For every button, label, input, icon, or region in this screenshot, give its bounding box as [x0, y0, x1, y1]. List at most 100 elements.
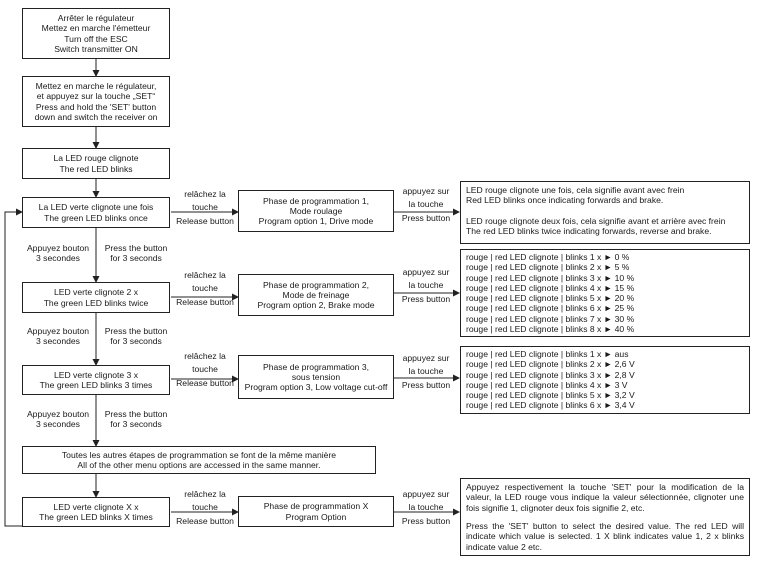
- release-label-x: relâchez la touche Release button: [173, 489, 237, 526]
- release-3-line-2: touche: [192, 364, 218, 375]
- press-2-line-3: Press button: [401, 293, 451, 304]
- result-3-row: rouge | red LED clignote | blinks 4 x ► …: [466, 379, 628, 390]
- phase-box-1: Phase de programmation 1, Mode roulage P…: [238, 190, 394, 232]
- hold-en-1-line-2: for 3 seconds: [110, 253, 162, 264]
- result-box-2: rouge | red LED clignote | blinks 1 x ► …: [460, 249, 750, 337]
- hold-label-fr-1: Appuyez bouton 3 secondes: [22, 243, 94, 264]
- result-3-row: rouge | red LED clignote | blinks 6 x ► …: [466, 400, 635, 411]
- start-line-2: Mettez en marche l'émetteur: [41, 23, 151, 34]
- result-2-row: rouge | red LED clignote | blinks 7 x ► …: [466, 313, 635, 324]
- set-line-3: Press and hold the 'SET' button: [35, 101, 157, 112]
- press-1-line-1: appuyez sur: [402, 186, 450, 196]
- release-1-line-2: touche: [192, 202, 218, 213]
- hold-fr-2-line-2: 3 secondes: [36, 336, 80, 347]
- press-3-line-2: la touche: [408, 366, 444, 377]
- led-1-line-1: La LED verte clignote une fois: [38, 202, 154, 213]
- press-x-line-3: Press button: [401, 515, 451, 526]
- press-label-3: appuyez sur la touche Press button: [394, 353, 458, 390]
- led-1-line-2: The green LED blinks once: [44, 212, 148, 223]
- all-other-line-1: Toutes les autres étapes de programmatio…: [61, 449, 337, 460]
- press-1-line-2: la touche: [408, 199, 444, 210]
- hold-label-fr-3: Appuyez bouton 3 secondes: [22, 409, 94, 430]
- start-line-3: Turn off the ESC: [64, 33, 128, 44]
- phase-box-2: Phase de programmation 2, Mode de freina…: [238, 274, 394, 316]
- phase-3-line-3: Program option 3, Low voltage cut-off: [244, 382, 388, 393]
- press-x-line-2: la touche: [408, 502, 444, 513]
- result-3-row: rouge | red LED clignote | blinks 1 x ► …: [466, 349, 629, 359]
- result-box-x: Appuyez respectivement la touche 'SET' p…: [460, 478, 750, 556]
- release-1-line-3: Release button: [176, 215, 234, 226]
- press-label-x: appuyez sur la touche Press button: [394, 489, 458, 526]
- start-box: Arrêter le régulateur Mettez en marche l…: [22, 8, 170, 59]
- set-line-2: et appuyez sur la touche „SET“: [36, 91, 156, 102]
- led-box-stage-x: LED verte clignote X x The green LED bli…: [22, 497, 170, 527]
- start-line-1: Arrêter le régulateur: [57, 12, 135, 23]
- hold-fr-1-line-1: Appuyez bouton: [26, 243, 90, 253]
- led-3-line-1: LED verte clignote 3 x: [53, 369, 139, 380]
- hold-en-1-line-1: Press the button: [104, 243, 168, 253]
- press-label-1: appuyez sur la touche Press button: [394, 186, 458, 223]
- release-1-line-1: relâchez la: [184, 189, 226, 199]
- led-box-stage-2: LED verte clignote 2 x The green LED bli…: [22, 282, 170, 313]
- hold-fr-2-line-1: Appuyez bouton: [26, 326, 90, 336]
- release-3-line-1: relâchez la: [184, 351, 226, 361]
- press-3-line-1: appuyez sur: [402, 353, 450, 363]
- result-2-row: rouge | red LED clignote | blinks 3 x ► …: [466, 272, 635, 283]
- release-label-1: relâchez la touche Release button: [173, 189, 237, 226]
- press-1-line-3: Press button: [401, 212, 451, 223]
- hold-label-en-2: Press the button for 3 seconds: [100, 326, 172, 347]
- set-line-4: down and switch the receiver on: [34, 111, 158, 122]
- set-line-1: Mettez en marche le régulateur,: [35, 80, 157, 91]
- phase-2-line-1: Phase de programmation 2,: [262, 279, 370, 290]
- result-3-row: rouge | red LED clignote | blinks 2 x ► …: [466, 359, 635, 370]
- release-x-line-3: Release button: [176, 515, 234, 526]
- set-box: Mettez en marche le régulateur, et appuy…: [22, 76, 170, 127]
- result-3-row: rouge | red LED clignote | blinks 3 x ► …: [466, 369, 635, 380]
- result-2-row: rouge | red LED clignote | blinks 6 x ► …: [466, 303, 635, 314]
- release-label-3: relâchez la touche Release button: [173, 351, 237, 388]
- led-box-stage-3: LED verte clignote 3 x The green LED bli…: [22, 365, 170, 395]
- phase-x-line-1: Phase de programmation X: [263, 501, 369, 512]
- press-x-line-1: appuyez sur: [402, 489, 450, 499]
- led-2-line-1: LED verte clignote 2 x: [53, 287, 139, 298]
- hold-en-2-line-1: Press the button: [104, 326, 168, 336]
- hold-fr-3-line-2: 3 secondes: [36, 419, 80, 430]
- red-led-box: La LED rouge clignote The red LED blinks: [22, 148, 170, 179]
- result-1-line-1: LED rouge clignote une fois, cela signif…: [466, 185, 685, 195]
- press-label-2: appuyez sur la touche Press button: [394, 267, 458, 304]
- phase-3-line-1: Phase de programmation 3,: [262, 361, 370, 372]
- phase-1-line-2: Mode roulage: [289, 205, 343, 216]
- phase-2-line-2: Mode de freinage: [282, 289, 350, 300]
- led-2-line-2: The green LED blinks twice: [43, 297, 149, 308]
- hold-en-3-line-2: for 3 seconds: [110, 419, 162, 430]
- all-other-box: Toutes les autres étapes de programmatio…: [22, 446, 376, 474]
- result-1-line-4: The red LED blinks twice indicating forw…: [466, 225, 712, 236]
- release-x-line-2: touche: [192, 502, 218, 513]
- start-line-4: Switch transmitter ON: [54, 43, 138, 54]
- loop-back-line: [4, 208, 23, 527]
- phase-box-x: Phase de programmation X Program Option: [238, 496, 394, 527]
- hold-en-3-line-1: Press the button: [104, 409, 168, 419]
- result-1-line-3: LED rouge clignote deux fois, cela signi…: [466, 215, 726, 226]
- press-2-line-2: la touche: [408, 280, 444, 291]
- led-x-line-1: LED verte clignote X x: [53, 501, 139, 512]
- release-2-line-1: relâchez la: [184, 270, 226, 280]
- hold-label-en-3: Press the button for 3 seconds: [100, 409, 172, 430]
- hold-label-en-1: Press the button for 3 seconds: [100, 243, 172, 264]
- phase-box-3: Phase de programmation 3, sous tension P…: [238, 355, 394, 399]
- press-2-line-1: appuyez sur: [402, 267, 450, 277]
- result-box-1: LED rouge clignote une fois, cela signif…: [460, 181, 750, 244]
- result-x-paragraph-en: Press the 'SET' button to select the des…: [466, 521, 744, 552]
- release-label-2: relâchez la touche Release button: [173, 270, 237, 307]
- phase-3-line-2: sous tension: [291, 371, 341, 382]
- led-x-line-2: The green LED blinks X times: [39, 512, 153, 522]
- red-led-line-2: The red LED blinks: [59, 163, 133, 174]
- release-x-line-1: relâchez la: [184, 489, 226, 499]
- release-3-line-3: Release button: [176, 377, 234, 388]
- all-other-line-2: All of the other menu options are access…: [77, 460, 321, 470]
- release-2-line-3: Release button: [176, 296, 234, 307]
- result-1-line-2: Red LED blinks once indicating forwards …: [466, 195, 664, 206]
- red-led-line-1: La LED rouge clignote: [53, 153, 139, 164]
- led-3-line-2: The green LED blinks 3 times: [39, 380, 153, 390]
